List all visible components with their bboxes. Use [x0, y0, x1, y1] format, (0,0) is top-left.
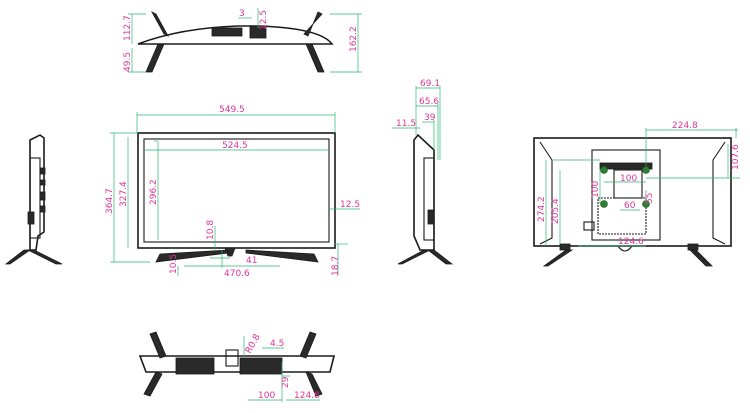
dim-foot-offset: 124.8: [294, 391, 320, 401]
front-view: 549.5 524.5 364.7 327.4 296.2 12.5 10.8 …: [105, 105, 360, 279]
dim-depth-body: 65.6: [419, 97, 439, 107]
dim-width-outer: 549.5: [219, 105, 245, 115]
dim-stand-height: 112.7: [123, 15, 133, 41]
dim-right-offset: 107.6: [731, 144, 741, 170]
dim-connector: 12.5: [259, 10, 269, 30]
dim-width-screen: 524.5: [222, 141, 248, 151]
dim-foot: 49.5: [123, 52, 133, 72]
dim-bezel-side: 12.5: [340, 200, 360, 210]
dim-bezel-bottom: 10.8: [206, 220, 216, 240]
dim-gap: 4.5: [270, 339, 284, 349]
dim-stand-offset: 18.7: [331, 256, 341, 276]
dim-stand-width: 470.6: [224, 269, 250, 279]
dim-lift: 10.5: [169, 254, 179, 274]
dim-depth-back: 39: [424, 113, 436, 123]
bottom-view: R0.8 4.5 100 124.8 29: [138, 331, 336, 402]
dim-inner-v: 55: [645, 193, 655, 204]
left-side-view: [4, 134, 63, 265]
dim-height-screen: 296.2: [149, 179, 159, 205]
dim-inner-h: 60: [624, 201, 636, 211]
dim-vesa-h: 100: [620, 174, 637, 184]
back-view: 224.8 107.6 274.2 205.4 100 100 60 55 12…: [533, 121, 741, 267]
dim-foot-depth: 29: [281, 376, 291, 388]
dim-height-top: 205.4: [551, 198, 561, 224]
dim-bottom-offset: 124.6: [618, 237, 644, 247]
dim-depth-total: 69.1: [420, 79, 440, 89]
dim-radius: R0.8: [244, 332, 263, 355]
dim-vesa: 100: [258, 391, 275, 401]
dim-height-mount: 274.2: [537, 196, 547, 222]
dim-vesa-v: 100: [591, 181, 601, 198]
dim-depth-thin: 11.5: [396, 119, 416, 129]
right-side-view: 69.1 65.6 39 11.5: [392, 79, 454, 265]
dim-height-outer: 364.7: [105, 188, 115, 214]
dim-offset-right: 224.8: [672, 121, 698, 131]
dim-height-panel: 327.4: [119, 181, 129, 207]
dim-bezel: 3: [239, 9, 245, 19]
dim-stand-neck: 41: [246, 256, 257, 266]
top-view: 112.7 49.5 162.2 3 12.5: [123, 8, 362, 73]
dim-depth: 162.2: [349, 26, 359, 52]
